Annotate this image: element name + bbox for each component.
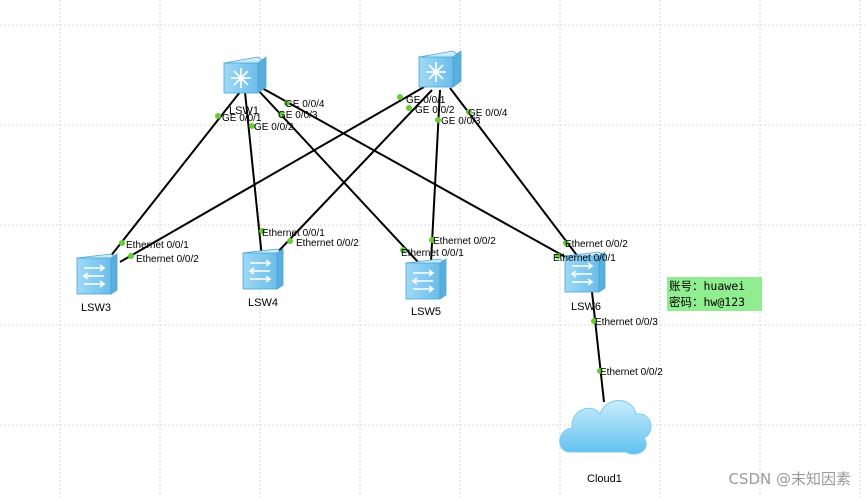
port-dots: [119, 94, 603, 374]
port-label: Ethernet 0/0/2: [565, 239, 628, 250]
port-label: Ethernet 0/0/1: [262, 228, 325, 239]
port-dot: [215, 113, 221, 119]
port-label: GE 0/0/1: [406, 95, 446, 106]
switch-icon-lsw5[interactable]: [404, 258, 448, 300]
account-text: 账号：huawei: [669, 279, 746, 293]
device-label-lsw1: LSW1: [229, 105, 259, 117]
port-dot: [128, 253, 134, 259]
link-lsw1-lsw6: [261, 87, 579, 265]
port-dot: [597, 368, 603, 374]
switch-icon-lsw6[interactable]: [563, 251, 607, 293]
links: [109, 86, 605, 403]
port-dot: [406, 105, 412, 111]
port-dot: [259, 228, 265, 234]
port-label: Ethernet 0/0/3: [595, 317, 658, 328]
port-label: GE 0/0/4: [285, 99, 325, 110]
port-dot: [563, 240, 569, 246]
link-lsw2-lsw4: [271, 89, 433, 259]
switch-icon-lsw4[interactable]: [241, 248, 285, 290]
port-dot: [466, 109, 472, 115]
watermark: CSDN @末知因素: [728, 470, 851, 488]
credentials-note: 账号：huawei 密码：hw@123: [667, 277, 762, 311]
link-lsw1-lsw5: [257, 89, 419, 263]
port-label: Ethernet 0/0/2: [296, 238, 359, 249]
link-lsw2-lsw3: [119, 86, 425, 263]
port-label: GE 0/0/4: [468, 108, 508, 119]
port-dot: [555, 253, 561, 259]
password-text: 密码：hw@123: [669, 295, 746, 309]
port-dot: [429, 237, 435, 243]
port-dot: [435, 117, 441, 123]
port-dot: [397, 94, 403, 100]
port-label: Ethernet 0/0/2: [600, 367, 663, 378]
port-dot: [284, 100, 290, 106]
link-lsw6-cloud1: [591, 291, 605, 403]
cloud-icon-cloud1[interactable]: [559, 400, 652, 455]
port-label: GE 0/0/2: [415, 105, 455, 116]
device-label-lsw5: LSW5: [411, 306, 441, 318]
port-dot: [400, 247, 406, 253]
device-label-lsw3: LSW3: [81, 302, 111, 314]
switch-icon-lsw1[interactable]: [223, 56, 267, 94]
port-dot: [278, 111, 284, 117]
port-label: GE 0/0/2: [254, 122, 294, 133]
port-dot: [287, 238, 293, 244]
device-label-lsw4: LSW4: [248, 297, 278, 309]
port-label: Ethernet 0/0/2: [433, 236, 496, 247]
port-label: Ethernet 0/0/1: [126, 240, 189, 251]
device-label-cloud1: Cloud1: [587, 473, 622, 485]
switch-icon-lsw2[interactable]: [418, 50, 462, 88]
device-label-lsw6: LSW6: [571, 301, 601, 313]
port-dot: [591, 318, 597, 324]
switch-icon-lsw3[interactable]: [75, 253, 119, 295]
port-label: Ethernet 0/0/1: [401, 248, 464, 259]
port-label: Ethernet 0/0/2: [136, 254, 199, 265]
port-dot: [249, 123, 255, 129]
port-label: GE 0/0/3: [278, 110, 318, 121]
link-lsw2-lsw6: [449, 87, 583, 263]
port-label: GE 0/0/1: [222, 113, 262, 124]
port-label: Ethernet 0/0/1: [553, 253, 616, 264]
link-lsw1-lsw3: [109, 91, 241, 258]
port-dot: [119, 240, 125, 246]
port-label: GE 0/0/3: [441, 116, 481, 127]
